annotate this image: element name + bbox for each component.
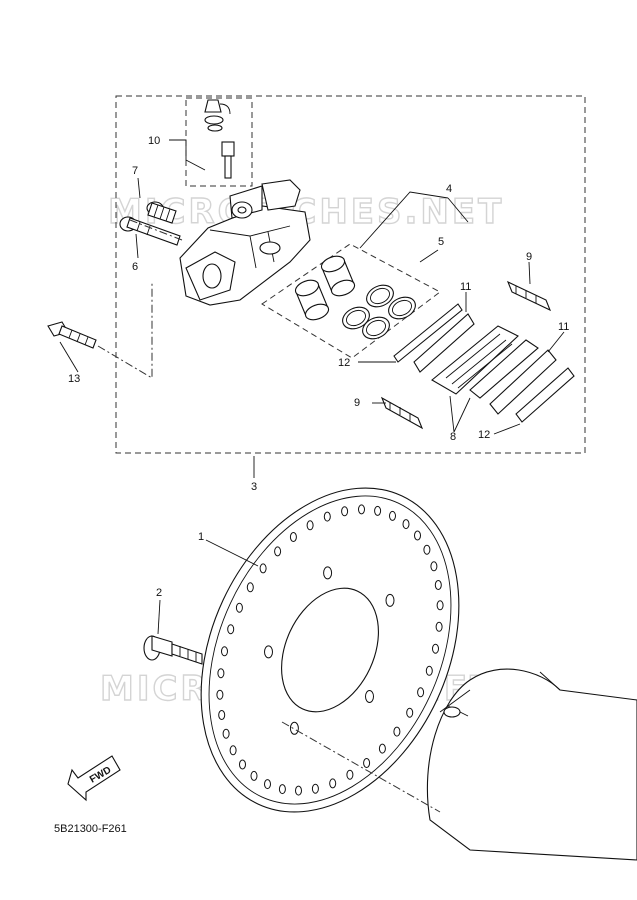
disc-vent-hole (436, 600, 444, 611)
disc-vent-hole (221, 646, 228, 657)
seal-ring-part (342, 284, 416, 340)
brake-disc-part (200, 487, 460, 813)
disc-bolt-centerline (281, 721, 441, 813)
callout-5[interactable]: 5 (438, 236, 444, 248)
disc-vent-hole (423, 544, 431, 555)
disc-vent-hole (222, 728, 230, 739)
disc-vent-hole (274, 546, 282, 557)
disc-vent-hole (430, 561, 438, 572)
disc-vent-hole (402, 519, 410, 530)
disc-vent-hole (435, 621, 443, 632)
guide-pin-part (119, 216, 181, 246)
disc-mounting-hole (323, 566, 333, 580)
diagram-code: 5B21300-F261 (54, 823, 127, 835)
wheel-hub-part (426, 668, 637, 861)
disc-bolt-part (143, 635, 203, 665)
disc-vent-hole (229, 745, 237, 756)
disc-mounting-hole (365, 690, 374, 703)
disc-vent-hole (406, 707, 414, 718)
callout-12-right[interactable]: 12 (478, 429, 490, 441)
callout-12-left[interactable]: 12 (338, 357, 350, 369)
callout-4[interactable]: 4 (446, 183, 452, 195)
bleeder-screw-part (204, 99, 235, 179)
disc-vent-hole (374, 505, 382, 516)
disc-vent-hole (235, 602, 243, 613)
callout-8[interactable]: 8 (450, 431, 456, 443)
piston-seal-boundary (261, 243, 441, 359)
callout-3[interactable]: 3 (251, 481, 257, 493)
disc-vent-hole (329, 778, 337, 789)
disc-vent-hole (227, 624, 235, 635)
disc-vent-hole (216, 689, 224, 700)
disc-vent-hole (278, 784, 286, 795)
disc-vent-hole (414, 530, 421, 541)
disc-vent-hole (378, 743, 386, 754)
disc-vent-hole (358, 504, 365, 515)
disc-vent-hole (363, 758, 371, 768)
callout-7[interactable]: 7 (132, 165, 138, 177)
disc-vent-hole (306, 520, 314, 531)
disc-mounting-hole (385, 593, 395, 607)
caliper-assembly-boundary (115, 95, 586, 454)
disc-vent-hole (341, 506, 349, 517)
callout-2[interactable]: 2 (156, 587, 162, 599)
shim-left-part (393, 303, 463, 363)
forward-direction-arrow[interactable]: FWD (67, 755, 121, 802)
disc-vent-hole (239, 759, 246, 770)
disc-vent-hole (218, 710, 226, 720)
pad-spring-lower-part (380, 396, 424, 430)
brake-pad-part (431, 325, 539, 399)
pin-centerline (129, 219, 183, 241)
disc-vent-hole (264, 779, 271, 790)
pin-boot-part (146, 201, 177, 224)
disc-mounting-hole (289, 721, 299, 735)
disc-vent-hole (346, 769, 354, 780)
disc-vent-hole (425, 665, 433, 676)
pad-spring-upper-part (506, 280, 552, 312)
disc-mounting-hole (264, 645, 273, 659)
disc-vent-hole (389, 510, 396, 521)
shim-plate-right-part (489, 349, 557, 415)
callout-9-lower[interactable]: 9 (354, 397, 360, 409)
disc-vent-hole (311, 783, 319, 794)
caliper-body-part (179, 179, 311, 306)
caliper-bolt-part (47, 321, 97, 349)
disc-vent-hole (393, 726, 401, 737)
disc-vent-hole (250, 770, 258, 781)
callout-9-upper[interactable]: 9 (526, 251, 532, 263)
disc-vent-hole (295, 785, 302, 796)
shim-plate-left-part (413, 313, 475, 373)
disc-vent-hole (289, 532, 297, 542)
callout-1[interactable]: 1 (198, 531, 204, 543)
disc-vent-hole (417, 687, 425, 698)
disc-vent-hole (323, 511, 331, 522)
disc-vent-hole (217, 668, 225, 679)
shim-right-part (515, 367, 575, 423)
disc-vent-hole (434, 580, 442, 590)
disc-vent-hole (259, 563, 267, 574)
callout-11-left[interactable]: 11 (460, 281, 471, 293)
callout-10[interactable]: 10 (148, 135, 160, 147)
disc-vent-hole (432, 643, 439, 654)
callout-11-right[interactable]: 11 (558, 321, 569, 333)
callout-6[interactable]: 6 (132, 261, 138, 273)
disc-vent-hole (246, 582, 254, 593)
bolt-centerline (97, 282, 153, 379)
piston-part (294, 255, 356, 321)
callout-13[interactable]: 13 (68, 373, 80, 385)
